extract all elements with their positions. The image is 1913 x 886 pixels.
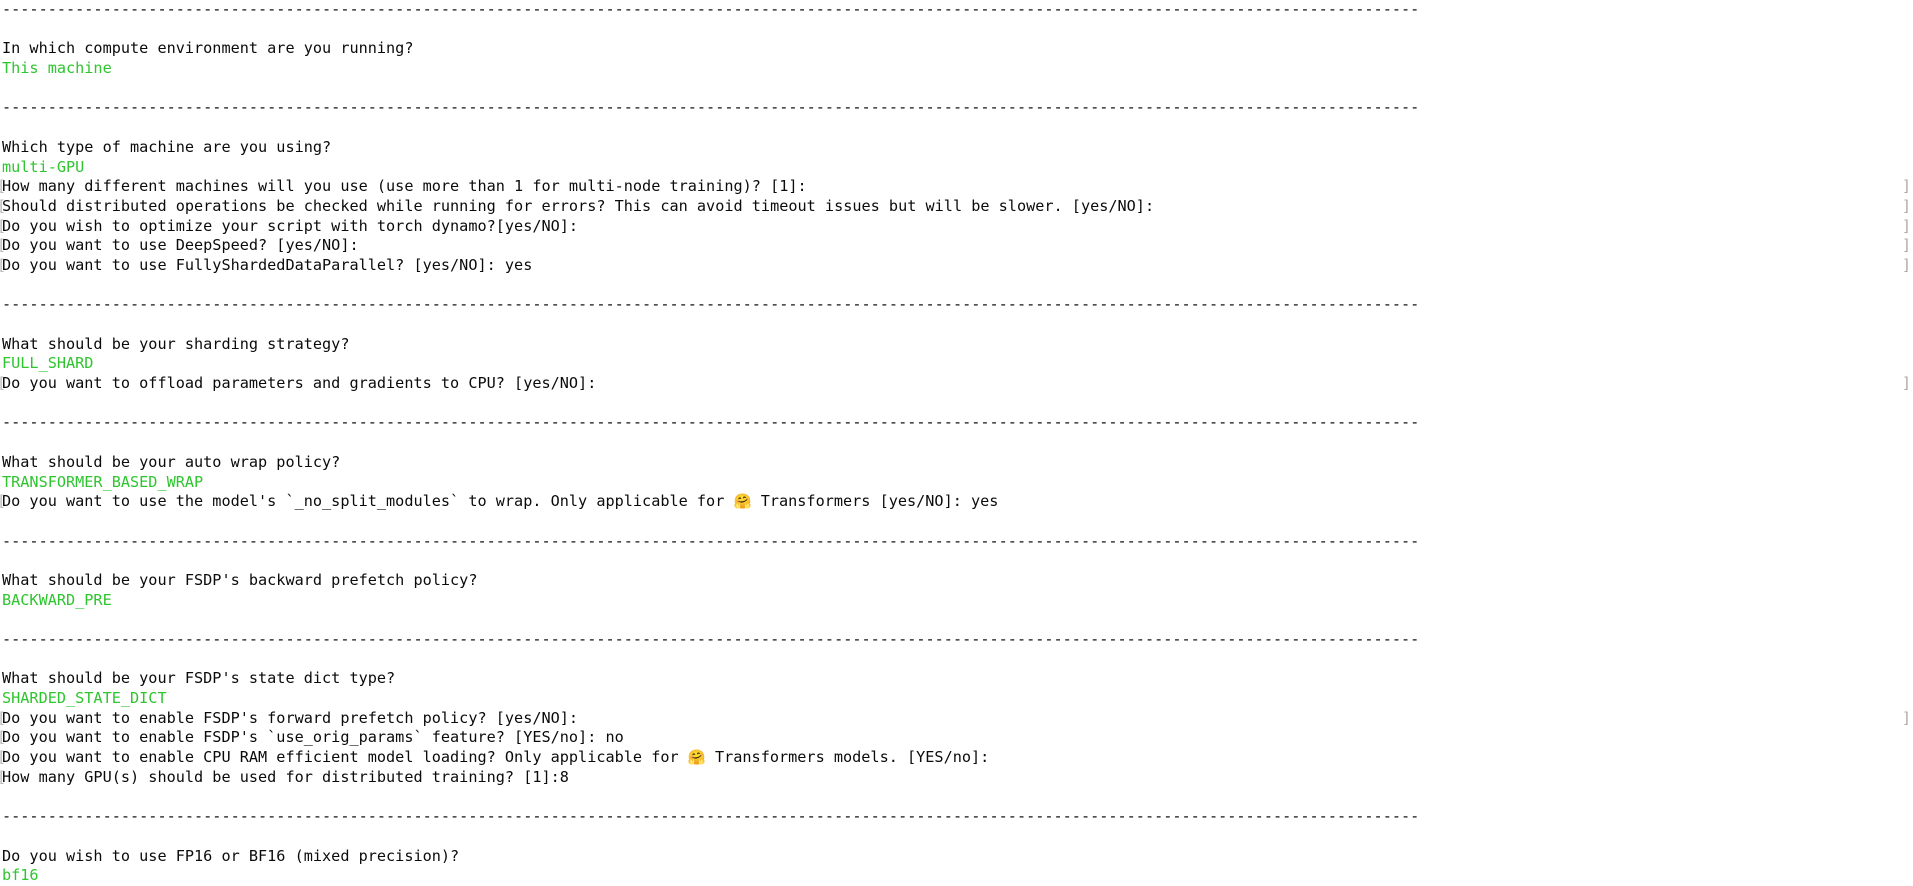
section-separator: ----------------------------------------… <box>0 0 1913 20</box>
prompt-line: [Do you want to enable CPU RAM efficient… <box>0 748 1913 768</box>
section-separator: ----------------------------------------… <box>0 630 1913 650</box>
prompt-line: [Do you want to offload parameters and g… <box>0 374 1913 394</box>
separator-rule: ----------------------------------------… <box>2 807 1420 826</box>
blank-line <box>0 118 1913 138</box>
blank-line <box>0 650 1913 670</box>
left-edge-marker-icon: [ <box>0 748 6 768</box>
prompt-line: [Do you want to use FullyShardedDataPara… <box>0 256 1913 276</box>
blank-line <box>0 79 1913 99</box>
prompt-line: [Do you want to use the model's `_no_spl… <box>0 492 1913 512</box>
prompt-text: Do you want to use FullyShardedDataParal… <box>2 255 533 274</box>
prompt-line: [Do you want to use DeepSpeed? [yes/NO]:… <box>0 236 1913 256</box>
section-separator: ----------------------------------------… <box>0 413 1913 433</box>
blank-line <box>0 394 1913 414</box>
left-edge-marker-icon: [ <box>0 728 6 748</box>
section-separator: ----------------------------------------… <box>0 532 1913 552</box>
question-text: Which type of machine are you using? <box>2 137 332 156</box>
selected-answer: This machine <box>2 59 112 78</box>
prompt-text: How many GPU(s) should be used for distr… <box>2 767 569 786</box>
left-edge-marker-icon: [ <box>0 256 6 276</box>
hugging-face-icon: 🤗 <box>733 494 752 511</box>
separator-rule: ----------------------------------------… <box>2 0 1420 18</box>
prompt-text: How many different machines will you use… <box>2 177 807 196</box>
blank-line <box>0 20 1913 40</box>
right-edge-marker-icon: ] <box>1901 374 1911 393</box>
right-edge-marker-icon: ] <box>1901 236 1911 255</box>
question-text: What should be your FSDP's state dict ty… <box>2 669 396 688</box>
left-edge-marker-icon: [ <box>0 236 6 256</box>
selected-answer: SHARDED_STATE_DICT <box>2 689 167 708</box>
hugging-face-icon: 🤗 <box>687 750 706 767</box>
prompt-text: Do you want to use DeepSpeed? [yes/NO]: <box>2 236 359 255</box>
blank-line <box>0 315 1913 335</box>
left-edge-marker-icon: [ <box>0 709 6 729</box>
left-edge-marker-icon: [ <box>0 374 6 394</box>
blank-line <box>0 433 1913 453</box>
prompt-line: [Do you want to enable FSDP's `use_orig_… <box>0 728 1913 748</box>
left-edge-marker-icon: [ <box>0 217 6 237</box>
prompt-text-continued: Transformers models. [YES/no]: <box>705 748 990 767</box>
question-text: In which compute environment are you run… <box>2 39 414 58</box>
left-edge-marker-icon: [ <box>0 197 6 217</box>
separator-rule: ----------------------------------------… <box>2 98 1420 117</box>
question-text: Do you wish to use FP16 or BF16 (mixed p… <box>2 846 460 865</box>
prompt-line: [Should distributed operations be checke… <box>0 197 1913 217</box>
blank-line <box>0 512 1913 532</box>
blank-line <box>0 276 1913 296</box>
section-separator: ----------------------------------------… <box>0 98 1913 118</box>
blank-line <box>0 551 1913 571</box>
prompt-line: [How many different machines will you us… <box>0 177 1913 197</box>
blank-line <box>0 827 1913 847</box>
right-edge-marker-icon: ] <box>1901 196 1911 215</box>
question-text: What should be your sharding strategy? <box>2 334 350 353</box>
prompt-text-continued: Transformers [yes/NO]: yes <box>751 492 999 511</box>
prompt-line: [Do you want to enable FSDP's forward pr… <box>0 709 1913 729</box>
section-separator: ----------------------------------------… <box>0 295 1913 315</box>
section-separator: ----------------------------------------… <box>0 807 1913 827</box>
separator-rule: ----------------------------------------… <box>2 630 1420 648</box>
right-edge-marker-icon: ] <box>1901 255 1911 274</box>
prompt-text: Do you wish to optimize your script with… <box>2 216 579 235</box>
selected-answer: BACKWARD_PRE <box>2 590 112 609</box>
question-text: What should be your FSDP's backward pref… <box>2 570 478 589</box>
selected-answer: TRANSFORMER_BASED_WRAP <box>2 472 204 491</box>
blank-line <box>0 610 1913 630</box>
separator-rule: ----------------------------------------… <box>2 295 1420 314</box>
selected-answer: multi-GPU <box>2 157 85 176</box>
prompt-text: Do you want to enable CPU RAM efficient … <box>2 748 688 767</box>
separator-rule: ----------------------------------------… <box>2 413 1420 432</box>
prompt-text: Do you want to enable FSDP's forward pre… <box>2 708 579 727</box>
left-edge-marker-icon: [ <box>0 768 6 788</box>
prompt-text: Do you want to enable FSDP's `use_orig_p… <box>2 728 624 747</box>
right-edge-marker-icon: ] <box>1901 216 1911 235</box>
prompt-line: [How many GPU(s) should be used for dist… <box>0 768 1913 788</box>
prompt-text: Do you want to offload parameters and gr… <box>2 374 597 393</box>
separator-rule: ----------------------------------------… <box>2 531 1420 550</box>
left-edge-marker-icon: [ <box>0 492 6 512</box>
selected-answer: bf16 <box>2 866 39 885</box>
right-edge-marker-icon: ] <box>1901 708 1911 727</box>
prompt-text: Should distributed operations be checked… <box>2 196 1155 215</box>
prompt-line: [Do you wish to optimize your script wit… <box>0 217 1913 237</box>
question-text: What should be your auto wrap policy? <box>2 452 341 471</box>
selected-answer: FULL_SHARD <box>2 354 94 373</box>
right-edge-marker-icon: ] <box>1901 177 1911 196</box>
left-edge-marker-icon: [ <box>0 177 6 197</box>
blank-line <box>0 788 1913 808</box>
prompt-text: Do you want to use the model's `_no_spli… <box>2 492 734 511</box>
